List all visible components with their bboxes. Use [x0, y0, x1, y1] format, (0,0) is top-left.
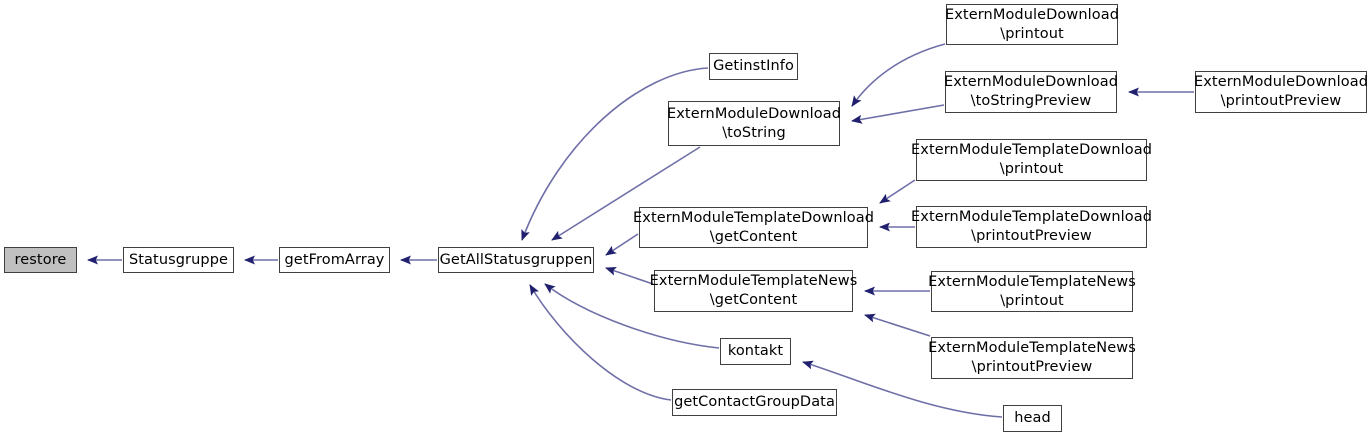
graph-node-label: ExternModuleDownload \toStringPreview [943, 74, 1119, 109]
edge-emdtostringpreview-to-emdtostring [851, 104, 945, 124]
graph-node-restore[interactable]: restore [4, 247, 77, 273]
graph-node-emd_tostring[interactable]: ExternModuleDownload \toString [667, 101, 841, 146]
graph-node-label: ExternModuleTemplateNews \getContent [649, 273, 858, 308]
graph-node-getallstatusgruppen[interactable]: GetAllStatusgruppen [438, 247, 594, 273]
edge-emtnprintoutpreview-to-emtngetcontent [864, 313, 931, 337]
edge-emdprintout-to-emdtostring [851, 43, 946, 107]
edge-emdtostring-to-getallstatusgruppen [551, 146, 701, 241]
graph-node-label: kontakt [727, 343, 784, 360]
graph-node-label: ExternModuleDownload \printout [944, 6, 1120, 42]
graph-node-label: getFromArray [284, 251, 385, 268]
edge-head-to-kontakt [802, 360, 1003, 418]
edge-getinstinfo-to-getallstatusgruppen [521, 67, 709, 241]
graph-node-head[interactable]: head [1003, 405, 1062, 432]
graph-node-emtd_getcontent[interactable]: ExternModuleTemplateDownload \getContent [633, 207, 874, 248]
graph-node-label: ExternModuleTemplateNews \printoutPrevie… [928, 340, 1136, 375]
graph-node-emtn_getcontent[interactable]: ExternModuleTemplateNews \getContent [650, 270, 857, 312]
graph-node-label: ExternModuleTemplateDownload \printout [911, 142, 1153, 177]
edge-emtdgetcontent-to-getallstatusgruppen [605, 233, 639, 256]
graph-node-emtd_printoutpreview[interactable]: ExternModuleTemplateDownload \printoutPr… [911, 206, 1152, 248]
graph-node-label: head [1014, 410, 1051, 427]
graph-node-label: ExternModuleTemplateNews \printout [928, 273, 1136, 309]
edge-kontakt-to-getallstatusgruppen [544, 283, 720, 349]
graph-node-emtn_printout[interactable]: ExternModuleTemplateNews \printout [928, 271, 1136, 312]
graph-node-label: ExternModuleTemplateDownload \printoutPr… [911, 209, 1153, 244]
graph-node-label: ExternModuleDownload \toString [666, 105, 842, 141]
edge-emtngetcontent-to-getallstatusgruppen [605, 266, 654, 285]
graph-node-label: Statusgruppe [128, 251, 229, 268]
graph-node-getinstinfo[interactable]: GetinstInfo [709, 53, 798, 80]
graph-node-label: GetinstInfo [713, 58, 794, 75]
graph-node-getcontactgroupdata[interactable]: getContactGroupData [672, 389, 837, 416]
graph-node-emd_printoutpreview[interactable]: ExternModuleDownload \printoutPreview [1194, 71, 1368, 113]
graph-node-label: ExternModuleDownload \printoutPreview [1193, 74, 1369, 109]
graph-node-getfromarray[interactable]: getFromArray [279, 247, 390, 273]
edge-getcontactgroupdata-to-getallstatusgruppen [529, 284, 672, 401]
graph-node-label: restore [14, 251, 67, 268]
graph-node-emd_tostringpreview[interactable]: ExternModuleDownload \toStringPreview [944, 71, 1118, 113]
graph-node-emtn_printoutpreview[interactable]: ExternModuleTemplateNews \printoutPrevie… [928, 337, 1136, 379]
graph-node-emd_printout[interactable]: ExternModuleDownload \printout [945, 4, 1119, 45]
graph-node-statusgruppe[interactable]: Statusgruppe [123, 247, 234, 273]
graph-node-label: getContactGroupData [674, 394, 835, 411]
graph-node-label: GetAllStatusgruppen [439, 251, 593, 268]
graph-node-label: ExternModuleTemplateDownload \getContent [633, 209, 875, 245]
edge-emtdprintout-to-emtdgetcontent [879, 179, 916, 204]
graph-node-emtd_printout[interactable]: ExternModuleTemplateDownload \printout [911, 139, 1152, 181]
graph-node-kontakt[interactable]: kontakt [720, 338, 791, 365]
